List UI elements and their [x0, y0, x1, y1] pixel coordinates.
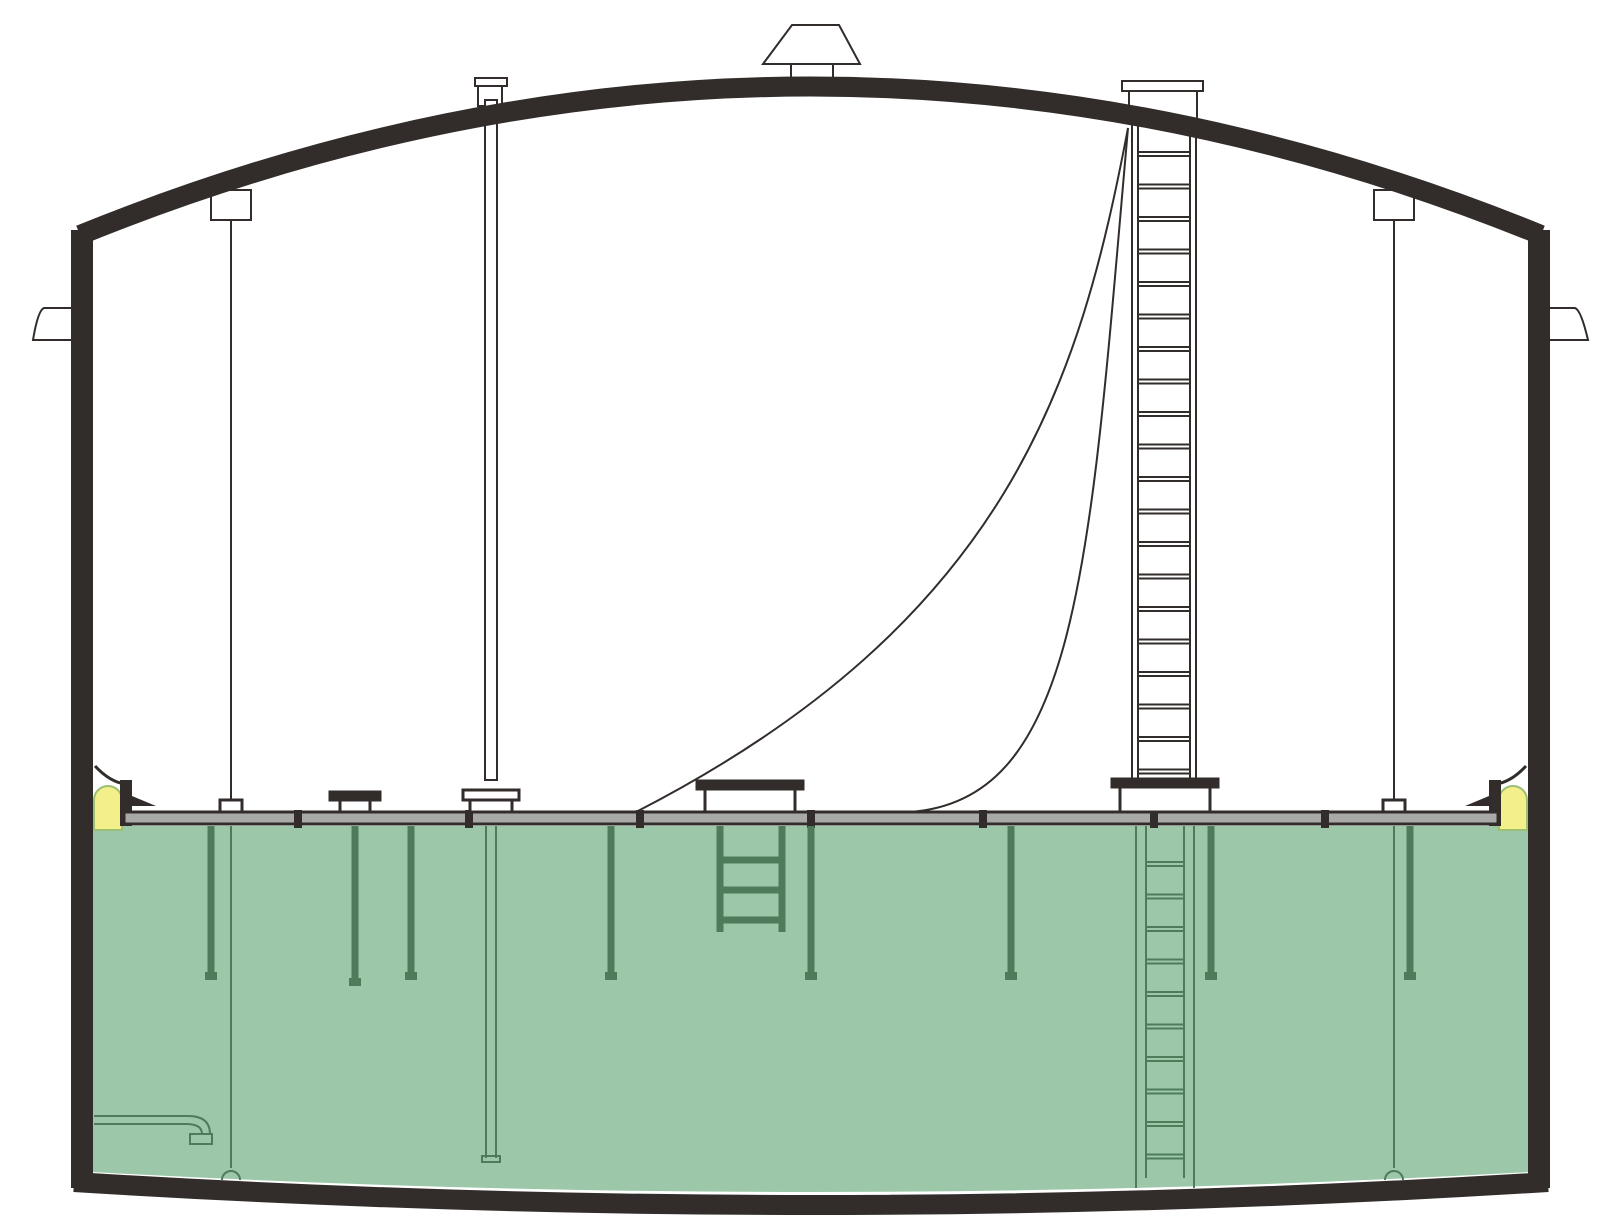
- roof-center-vent: [761, 24, 862, 79]
- deck-joint: [636, 810, 644, 828]
- cable-submerged: [221, 826, 1404, 1181]
- shell-vent-right: [1546, 307, 1590, 341]
- deck-support-legs: [205, 826, 1416, 986]
- rim-seal-right: [1498, 785, 1528, 831]
- rolling-ladder-submerged: [1135, 826, 1195, 1188]
- deck-joints: [294, 810, 1329, 828]
- gauge-well-column: [474, 77, 508, 781]
- deck-joint: [1150, 810, 1158, 828]
- leg-foot: [405, 972, 417, 980]
- ladder-rungs-lower: [1146, 861, 1184, 1160]
- deck-joint: [807, 810, 815, 828]
- rolling-ladder: [1131, 125, 1197, 780]
- shell-vent-left: [31, 307, 73, 341]
- tank-shell: [71, 76, 1550, 1215]
- roof-hatch: [1121, 80, 1204, 120]
- ladder-well: [1110, 777, 1220, 814]
- stored-liquid: [92, 826, 1530, 1192]
- deck-joint: [465, 810, 473, 828]
- inlet-pipe: [94, 1115, 213, 1145]
- ladder-rungs-upper: [1138, 151, 1190, 775]
- deck-joint: [1321, 810, 1329, 828]
- deck-manhole: [695, 779, 805, 814]
- tank-bottom: [73, 1172, 1549, 1215]
- leg-foot: [805, 972, 817, 980]
- leg-foot: [205, 972, 217, 980]
- flexible-drain-hoses: [635, 127, 1129, 813]
- leg-foot: [605, 972, 617, 980]
- deck-fittings: [218, 777, 1407, 814]
- submerged-structure: [94, 826, 1416, 1188]
- rim-seal-left: [93, 785, 123, 831]
- leg-foot: [1005, 972, 1017, 980]
- deck-vent: [328, 790, 382, 814]
- deck-joint: [979, 810, 987, 828]
- shell-vents: [31, 307, 1590, 341]
- leg-foot: [1404, 972, 1416, 980]
- fixed-cone-roof: [76, 76, 1545, 245]
- leg-foot: [349, 978, 361, 986]
- anti-rotation-cables: [210, 189, 1415, 800]
- internal-floating-deck: [122, 810, 1500, 828]
- gauge-well-submerged: [481, 826, 501, 1163]
- manhole-ladder: [716, 826, 786, 932]
- cable-eye-right: [1381, 798, 1407, 814]
- cable-eye-left: [218, 798, 244, 814]
- gauge-well-guide: [461, 788, 521, 814]
- cable-anchor-left: [210, 189, 252, 221]
- deck-joint: [294, 810, 302, 828]
- leg-foot: [1205, 972, 1217, 980]
